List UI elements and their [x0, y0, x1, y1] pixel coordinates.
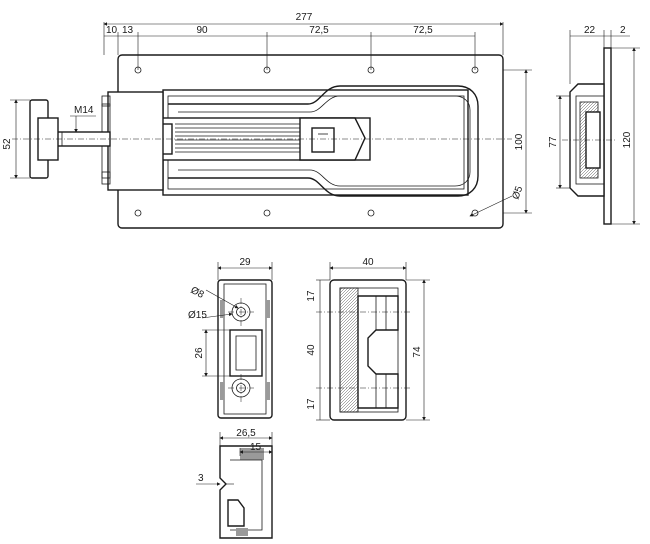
dim-label-2: 2 [620, 25, 626, 36]
dim-label-13: 13 [122, 25, 134, 36]
dim-label-3: 3 [198, 473, 204, 484]
dim-label-26: 26 [194, 347, 205, 359]
main-view: 277 10 13 90 72,5 72,5 M14 52 [2, 12, 532, 229]
dim-label-22: 22 [584, 25, 596, 36]
dim-label-d8: Ø8 [189, 285, 206, 301]
dim-overall-length: 277 [103, 12, 504, 55]
dim-label-72-5-a: 72,5 [309, 25, 329, 36]
dim-label-15: 15 [250, 442, 262, 453]
dim-hole-dia: Ø5 [469, 184, 526, 217]
end-block [107, 91, 164, 191]
dim-label-100: 100 [514, 133, 525, 150]
dim-label-17-top: 17 [306, 290, 317, 302]
keeper-profile [357, 295, 399, 409]
dim-label-90: 90 [196, 25, 208, 36]
dim-label-277: 277 [296, 12, 313, 23]
dim-label-72-5-b: 72,5 [413, 25, 433, 36]
dim-knob-height: 52 [2, 99, 30, 179]
dim-label-17-bottom: 17 [306, 398, 317, 410]
latch-button [311, 127, 335, 153]
dim-label-d15: Ø15 [188, 310, 207, 321]
keeper-side-view: 40 17 40 17 74 [306, 257, 430, 421]
dim-label-29: 29 [239, 257, 251, 268]
side-plate [603, 47, 612, 225]
keeper-side-body [329, 279, 407, 421]
dim-label-10: 10 [106, 25, 118, 36]
dim-label-40-width: 40 [362, 257, 374, 268]
dim-label-77: 77 [548, 136, 559, 148]
dim-label-26-5: 26,5 [236, 428, 256, 439]
dim-chain-holes: 10 13 90 72,5 72,5 [104, 25, 476, 70]
dim-thread: M14 [70, 105, 96, 133]
dim-label-52: 52 [2, 138, 13, 150]
dim-plate-height: 100 [503, 69, 532, 214]
dim-label-74: 74 [412, 346, 423, 358]
keeper-slot [229, 329, 263, 377]
keeper-front-view: 29 Ø8 Ø15 26 [188, 257, 273, 419]
dim-label-m14: M14 [74, 105, 94, 116]
keeper-body [217, 279, 273, 419]
lever-handle [168, 85, 479, 197]
dim-label-d5: Ø5 [510, 184, 525, 201]
side-view: 22 2 77 120 [548, 25, 640, 225]
dim-label-120: 120 [622, 131, 633, 148]
keeper-bottom-view: 26,5 15 3 [196, 428, 273, 539]
keeper-bottom-body [219, 445, 273, 539]
dim-label-40-middle: 40 [306, 344, 317, 356]
